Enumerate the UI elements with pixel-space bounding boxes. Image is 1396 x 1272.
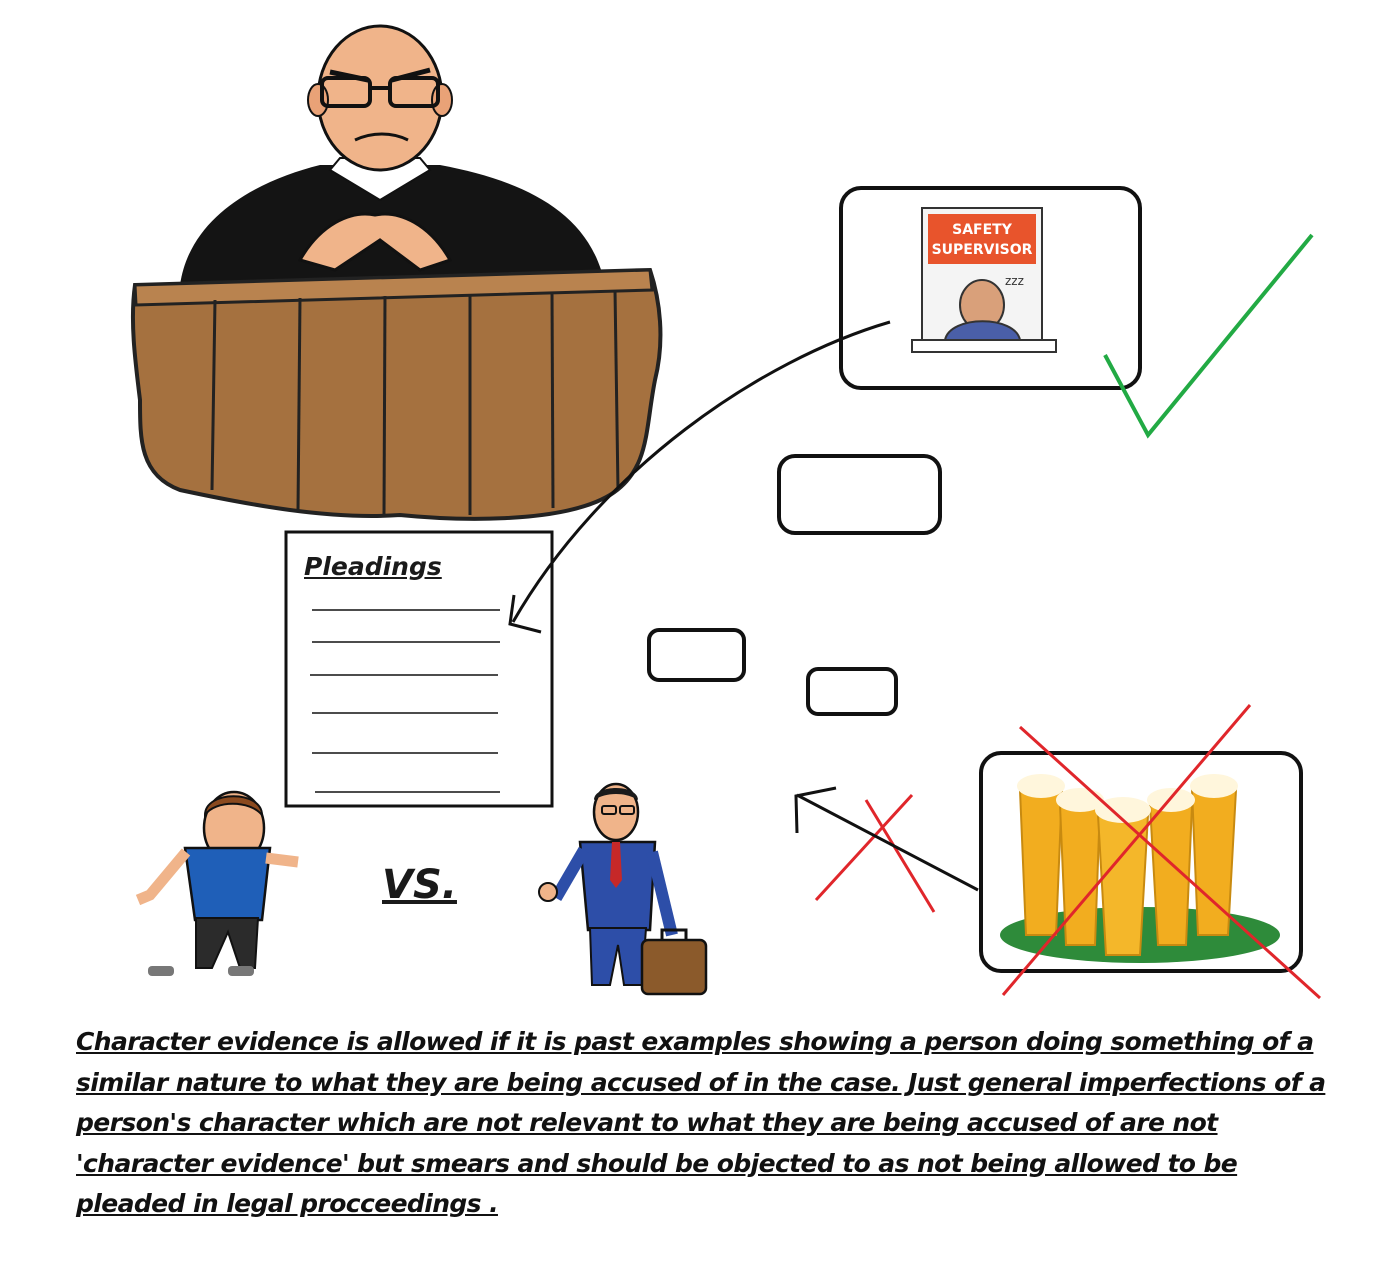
businessman-illustration (538, 782, 708, 996)
vs-label: VS. (382, 862, 457, 908)
pleadings-title: Pleadings (304, 552, 442, 581)
arrow-icon (508, 320, 891, 634)
safety-supervisor-box: SAFETY SUPERVISOR zzz (839, 186, 1142, 390)
beer-box (979, 751, 1303, 973)
empty-box-large (777, 454, 942, 535)
safety-supervisor-icon: SAFETY SUPERVISOR zzz (911, 207, 1057, 353)
arrow-from-beer-icon (794, 786, 979, 892)
caption-text: Character evidence is allowed if it is p… (76, 1027, 1326, 1218)
beer-glasses-icon (1000, 774, 1280, 963)
pleadings-document (284, 530, 554, 808)
angry-man-illustration (135, 790, 299, 976)
svg-text:zzz: zzz (1005, 274, 1024, 288)
beer-cross-icon (1001, 704, 1322, 1000)
check-icon (1103, 233, 1314, 439)
empty-box-small-right (806, 667, 898, 716)
sign-line-2: SUPERVISOR (932, 242, 1033, 258)
cross-icon (814, 793, 936, 913)
sign-line-1: SAFETY (952, 222, 1013, 238)
judge-illustration (130, 24, 663, 521)
empty-box-small-left (647, 628, 746, 682)
